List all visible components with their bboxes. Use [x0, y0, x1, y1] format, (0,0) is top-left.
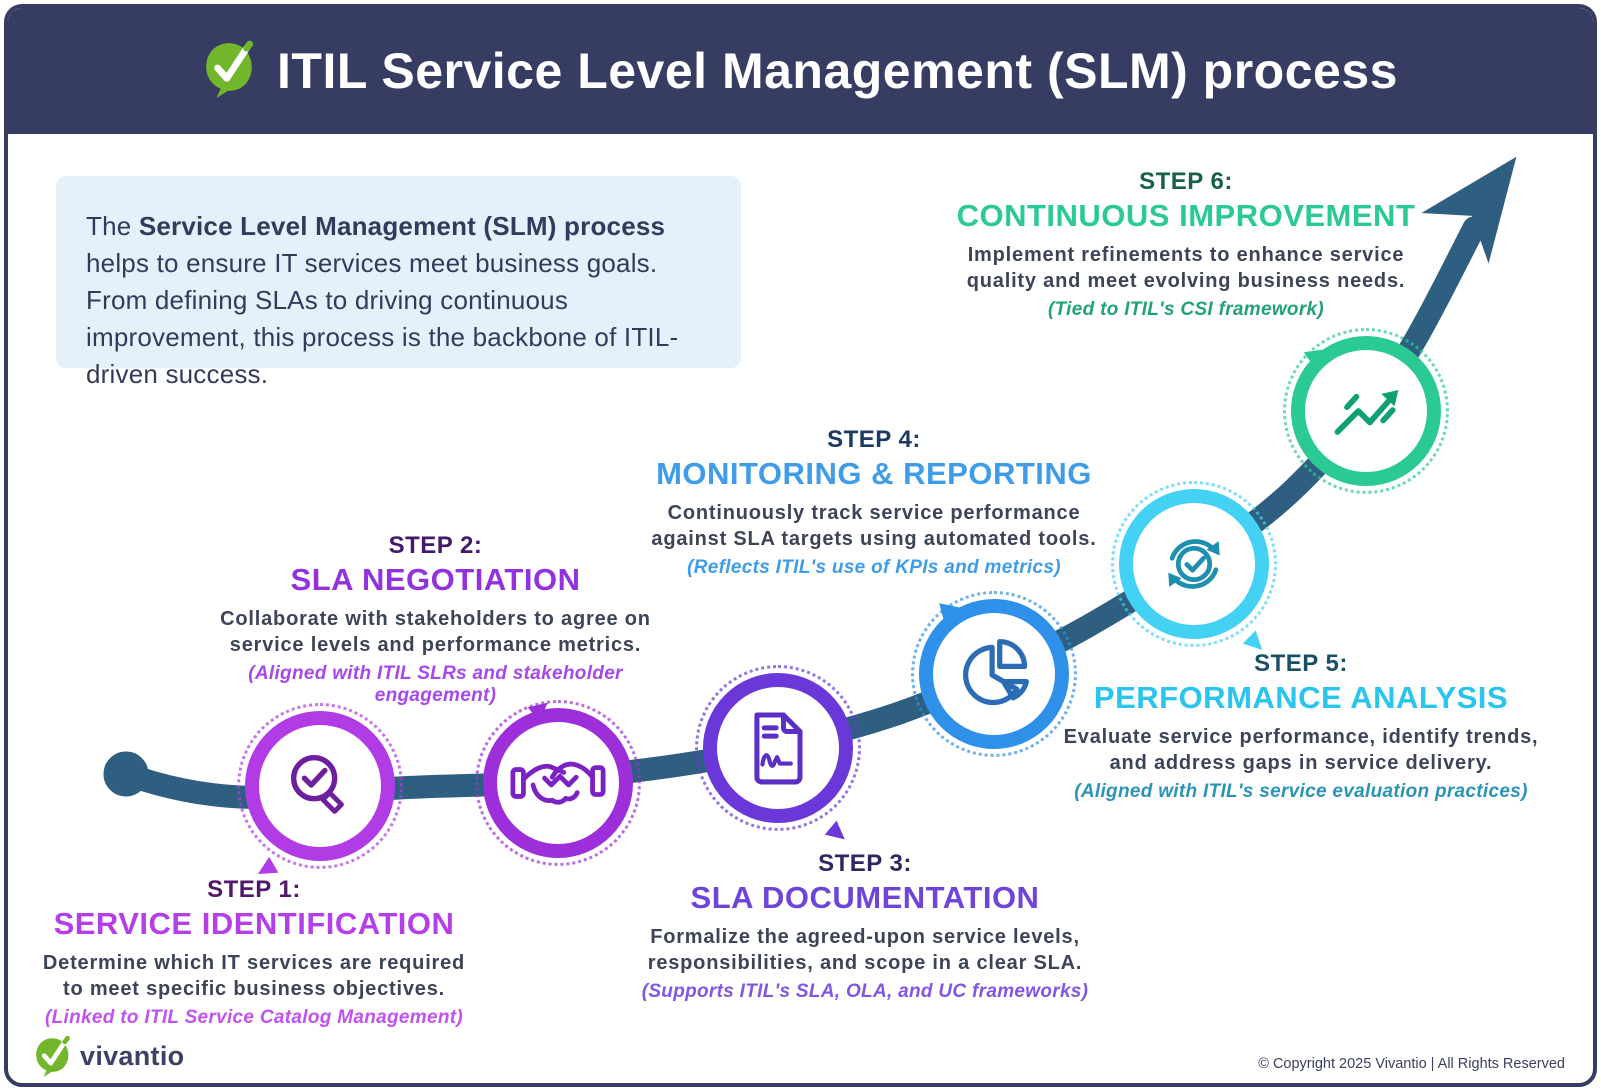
step-title: PERFORMANCE ANALYSIS [1093, 680, 1509, 715]
vivantio-bubble-logo-icon [203, 40, 257, 103]
intro-text: The Service Level Management (SLM) proce… [86, 211, 679, 389]
sync-check-icon [1168, 539, 1220, 589]
document-icon [754, 712, 803, 785]
step-2-text: STEP 2: SLA NEGOTIATION Collaborate with… [198, 532, 673, 707]
step-note: (Tied to ITIL's CSI framework) [1047, 298, 1325, 320]
intro-bold-phrase: Service Level Management (SLM) process [138, 211, 666, 241]
step-title: CONTINUOUS IMPROVEMENT [956, 198, 1416, 233]
vivantio-bubble-icon [36, 1036, 70, 1077]
header: ITIL Service Level Management (SLM) proc… [8, 8, 1593, 134]
curve-start-dot [103, 751, 149, 797]
curve-arrowhead [1421, 156, 1517, 264]
step-4-text: STEP 4: MONITORING & REPORTING Continuou… [630, 426, 1118, 579]
brand-wordmark: vivantio [80, 1041, 185, 1071]
step-label: STEP 1: [207, 876, 301, 903]
copyright-text: © Copyright 2025 Vivantio | All Rights R… [1258, 1056, 1565, 1072]
node-monitoring-reporting: ▶ [911, 591, 1077, 757]
step-label: STEP 5: [1254, 650, 1348, 677]
magnifier-check-icon [290, 755, 344, 814]
step-description: Collaborate with stakeholders to agree o… [220, 608, 651, 657]
step-label: STEP 2: [388, 532, 483, 559]
growth-arrow-icon [1334, 390, 1399, 435]
step-description: Implement refinements to enhance service… [966, 244, 1406, 293]
vivantio-footer-logo: vivantio [34, 1036, 184, 1077]
step-description: Continuously track service performance a… [651, 502, 1097, 551]
step-note: (Reflects ITIL's use of KPIs and metrics… [687, 556, 1061, 578]
step-5-text: STEP 5: PERFORMANCE ANALYSIS Evaluate se… [1051, 650, 1551, 803]
step-description: Evaluate service performance, identify t… [1063, 726, 1539, 775]
infographic-frame: ITIL Service Level Management (SLM) proc… [4, 4, 1597, 1087]
step-title: SERVICE IDENTIFICATION [53, 906, 455, 941]
node-continuous-improvement: ▶ [1283, 328, 1449, 494]
step-3-text: STEP 3: SLA DOCUMENTATION Formalize the … [626, 850, 1104, 1003]
step-title: MONITORING & REPORTING [656, 456, 1092, 491]
step-note: (Aligned with ITIL SLRs and stakeholder … [248, 662, 623, 706]
node-pointer-icon: ▶ [937, 593, 963, 624]
pie-chart-icon [963, 639, 1029, 706]
node-sla-negotiation: ▶ [475, 691, 641, 866]
handshake-icon [510, 761, 606, 805]
step-note: (Aligned with ITIL's service evaluation … [1074, 780, 1528, 802]
step-description: Formalize the agreed-upon service levels… [647, 926, 1083, 975]
step-label: STEP 3: [818, 850, 912, 877]
node-pointer-icon: ▶ [1300, 337, 1332, 370]
step-label: STEP 6: [1139, 168, 1233, 195]
intro-box: The Service Level Management (SLM) proce… [56, 176, 741, 389]
step-note: (Linked to ITIL Service Catalog Manageme… [45, 1006, 463, 1028]
step-6-text: STEP 6: CONTINUOUS IMPROVEMENT Implement… [951, 168, 1421, 321]
node-sla-documentation: ▶ [695, 665, 861, 849]
step-1-text: STEP 1: SERVICE IDENTIFICATION Determine… [36, 876, 472, 1029]
node-service-identification: ▶ [237, 703, 403, 887]
step-title: SLA NEGOTIATION [290, 562, 581, 597]
step-note: (Supports ITIL's SLA, OLA, and UC framew… [641, 980, 1089, 1002]
step-description: Determine which IT services are required… [42, 952, 466, 1001]
step-title: SLA DOCUMENTATION [690, 880, 1040, 915]
page-title: ITIL Service Level Management (SLM) proc… [277, 43, 1398, 99]
step-label: STEP 4: [827, 426, 921, 453]
node-performance-analysis: ▶ [1111, 481, 1277, 659]
